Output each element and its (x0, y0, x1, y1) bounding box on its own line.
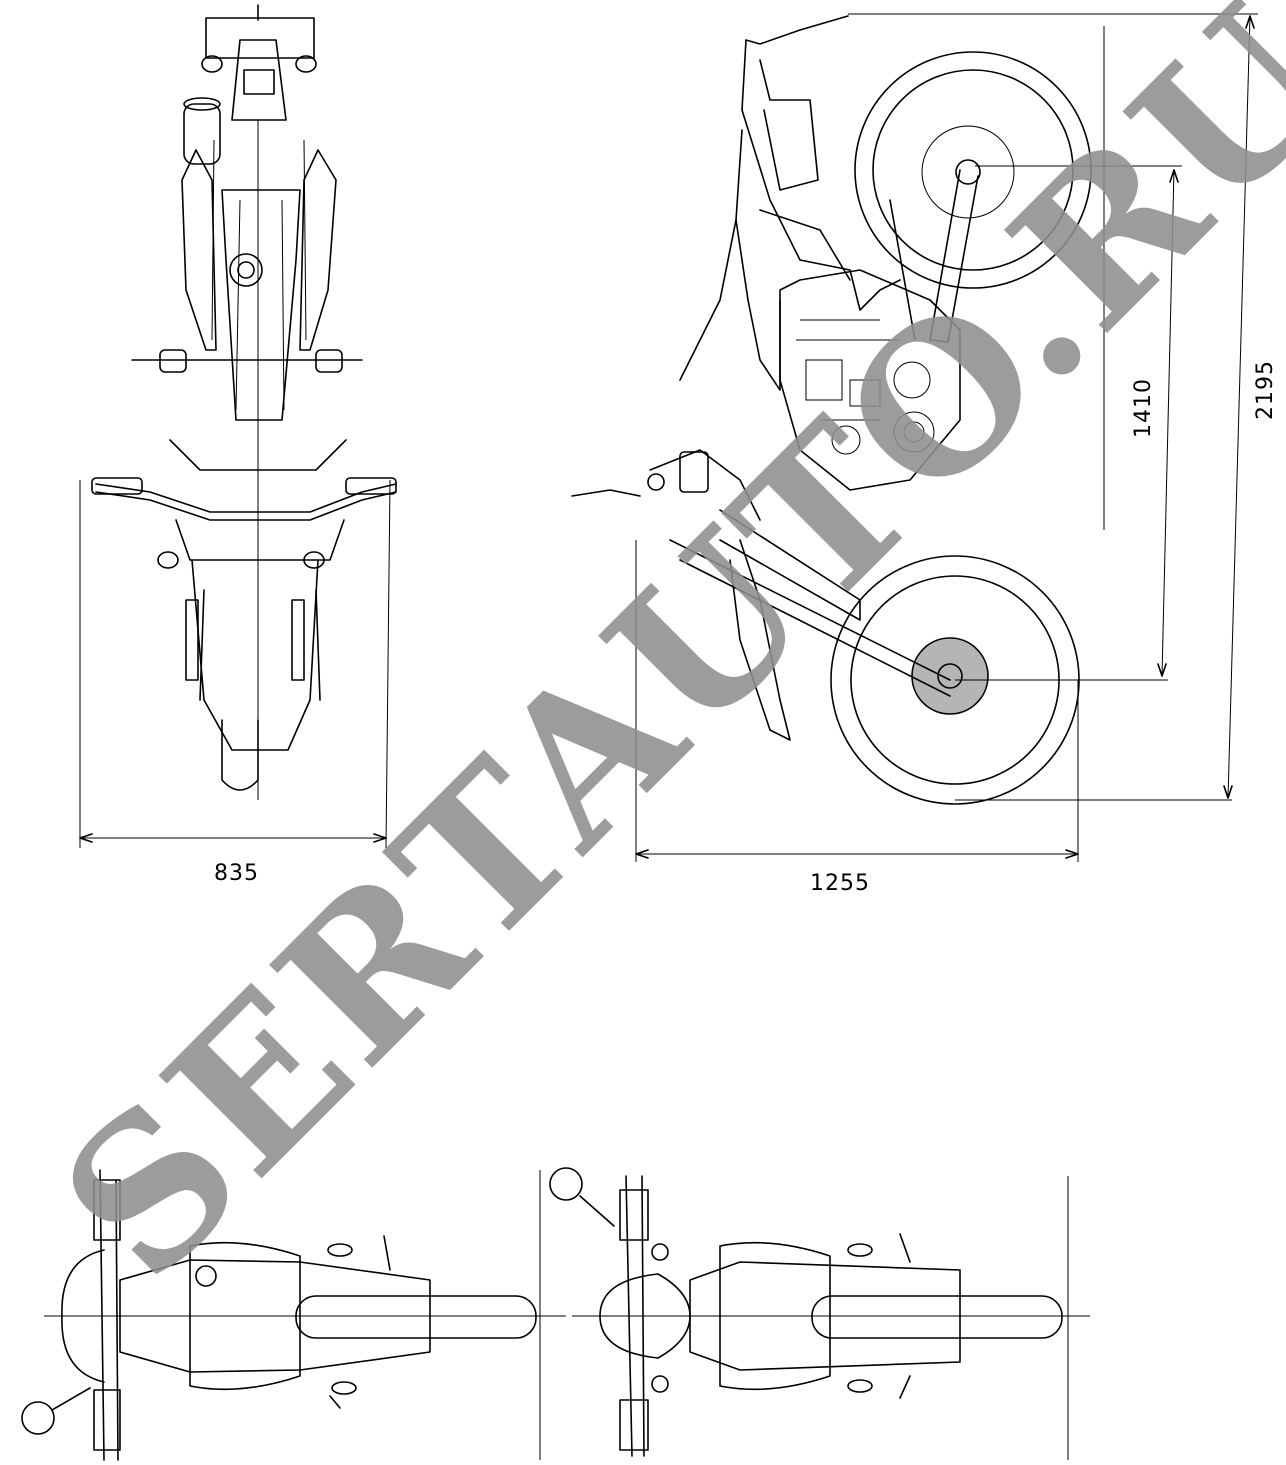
width-dimension-label: 835 (214, 861, 259, 886)
wheelbase-dimension-label: 1410 (1131, 378, 1156, 438)
height-dimension-label: 2195 (1253, 360, 1278, 420)
top-view-left (21, 1169, 566, 1461)
length-dimension-label: 1255 (810, 871, 870, 896)
side-view (571, 13, 1258, 862)
top-view-right (549, 1167, 1090, 1460)
front-view (79, 4, 397, 849)
watermark-text: SERTAUTO.RU (18, 0, 1286, 1324)
